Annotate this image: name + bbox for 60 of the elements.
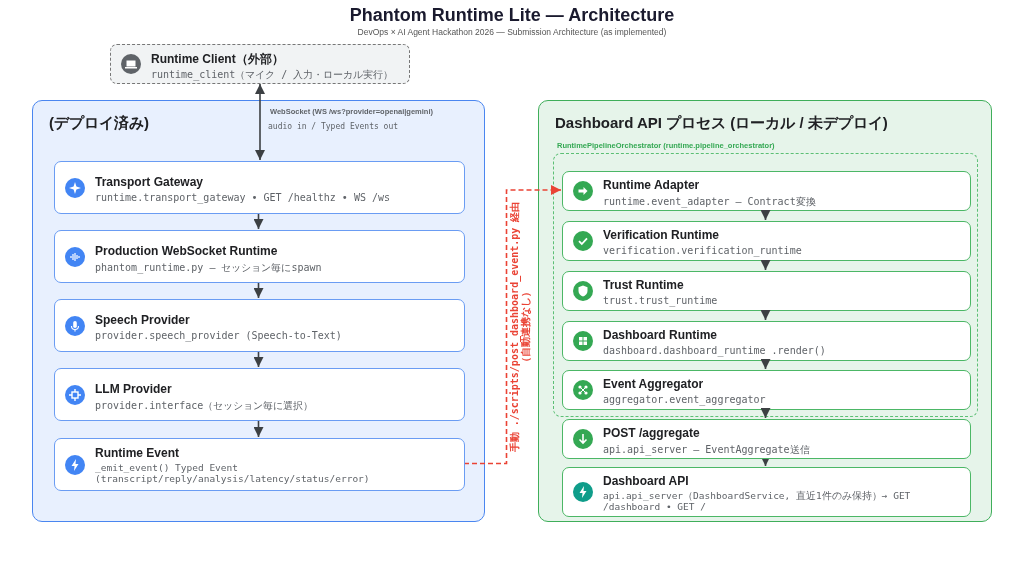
module-path: provider.speech_provider (Speech-to-Text) <box>95 329 342 341</box>
process-panel <box>538 100 992 522</box>
component-box <box>54 230 465 283</box>
module-path: _emit_event() Typed Event (transcript/reply/analysis/latency/status/error) <box>95 462 371 484</box>
module-path: runtime_client（マイク / 入力・ローカル実行） <box>151 68 394 82</box>
component-title: Trust Runtime <box>603 278 684 292</box>
component-title: Dashboard API <box>603 473 689 488</box>
arrow <box>255 83 265 161</box>
annotation: audio in / Typed Events out <box>268 122 399 131</box>
component-box <box>562 467 971 517</box>
module-path: api.api_server — EventAggregate送信 <box>603 443 810 457</box>
module-path: phantom_runtime.py — セッション毎にspawn <box>95 260 322 275</box>
arrow <box>760 259 771 271</box>
component-box <box>562 370 971 410</box>
module-path: api.api_server（DashboardService, 直近1件のみ保持）→ GET /dashboard • GET / <box>603 489 912 512</box>
client-box <box>110 44 410 84</box>
component-title: Runtime Client（外部） <box>151 51 284 68</box>
component-title: Speech Provider <box>95 312 190 327</box>
component-box <box>562 221 971 261</box>
arrow <box>760 309 771 321</box>
component-box <box>54 438 465 491</box>
arrow <box>253 419 264 438</box>
orchestrator-frame <box>553 141 978 417</box>
module-path: aggregator.event_aggregator <box>603 394 766 405</box>
component-box <box>54 299 465 352</box>
component-title: Runtime Adapter <box>603 178 700 192</box>
component-box <box>562 171 971 211</box>
component-title: POST /aggregate <box>603 426 700 440</box>
arrow <box>760 359 771 370</box>
module-path: trust.trust_runtime <box>603 295 718 306</box>
module-path: runtime.event_adapter — Contract変換 <box>603 195 816 209</box>
component-title: LLM Provider <box>95 381 172 396</box>
component-title: Production WebSocket Runtime <box>95 243 278 258</box>
component-box <box>562 271 971 311</box>
component-box <box>54 161 465 214</box>
arrow <box>760 456 771 467</box>
arrow <box>253 350 264 368</box>
panel-title: Dashboard API プロセス (ローカル / 未デプロイ) <box>555 114 888 133</box>
diagram-title: Phantom Runtime Lite — Architecture <box>348 5 676 26</box>
arrow <box>463 185 562 465</box>
component-box <box>562 419 971 459</box>
arrow <box>760 209 771 221</box>
component-title: Event Aggregator <box>603 377 704 391</box>
arrow <box>253 281 264 299</box>
module-path: dashboard.dashboard_runtime .render() <box>603 345 826 356</box>
component-title: Runtime Event <box>95 446 179 460</box>
component-box <box>54 368 465 421</box>
deployment-panel <box>32 100 485 522</box>
component-title: Transport Gateway <box>95 174 204 189</box>
panel-title: (デプロイ済み) <box>49 114 149 133</box>
arrow <box>760 408 771 419</box>
module-path: provider.interface（セッション毎に選択） <box>95 398 314 413</box>
component-title: Verification Runtime <box>603 228 720 242</box>
arrow <box>253 212 264 230</box>
edge-label: 手動 ./scripts/post_dashboard_event.py 経由（自動連携なし） <box>508 200 531 455</box>
subtitle: DevOps × AI Agent Hackathon 2026 — Submission Architecture (as implemented) <box>356 27 668 37</box>
module-path: runtime.transport_gateway • GET /healthz • WS /ws <box>95 191 390 203</box>
component-title: Dashboard Runtime <box>603 328 717 342</box>
module-path: verification.verification_runtime <box>603 245 802 256</box>
component-box <box>562 321 971 361</box>
